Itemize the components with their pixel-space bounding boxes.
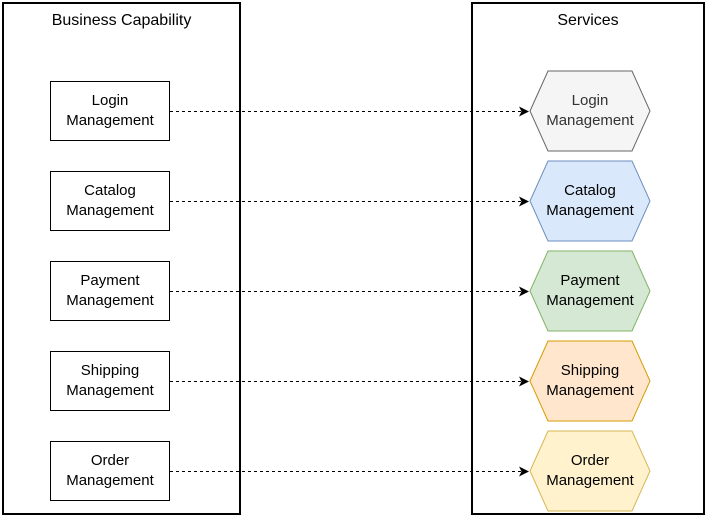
- service-hexagon-catalog-management[interactable]: Catalog Management: [529, 160, 651, 242]
- business-capability-title: Business Capability: [51, 12, 192, 29]
- hexagon-shape: [529, 70, 651, 152]
- service-hexagon-label: Payment Management: [546, 272, 634, 309]
- service-hexagon-label: Catalog Management: [546, 182, 634, 219]
- business-capability-panel: Business Capability: [2, 2, 241, 515]
- hexagon-shape: [529, 340, 651, 422]
- hexagon-shape: [529, 250, 651, 332]
- service-hexagon-label: Shipping Management: [546, 362, 634, 399]
- service-hexagon-login-management[interactable]: Login Management: [529, 70, 651, 152]
- capability-box-shipping-management[interactable]: Shipping Management: [50, 351, 170, 411]
- hexagon-shape: [529, 160, 651, 242]
- service-hexagon-payment-management[interactable]: Payment Management: [529, 250, 651, 332]
- service-hexagon-order-management[interactable]: Order Management: [529, 430, 651, 512]
- capability-box-payment-management[interactable]: Payment Management: [50, 261, 170, 321]
- service-hexagon-label: Order Management: [546, 452, 634, 489]
- hexagon-shape: [529, 430, 651, 512]
- service-hexagon-label: Login Management: [546, 92, 634, 129]
- services-title: Services: [557, 12, 619, 29]
- capability-box-catalog-management[interactable]: Catalog Management: [50, 171, 170, 231]
- service-hexagon-shipping-management[interactable]: Shipping Management: [529, 340, 651, 422]
- capability-box-order-management[interactable]: Order Management: [50, 441, 170, 501]
- capability-box-login-management[interactable]: Login Management: [50, 81, 170, 141]
